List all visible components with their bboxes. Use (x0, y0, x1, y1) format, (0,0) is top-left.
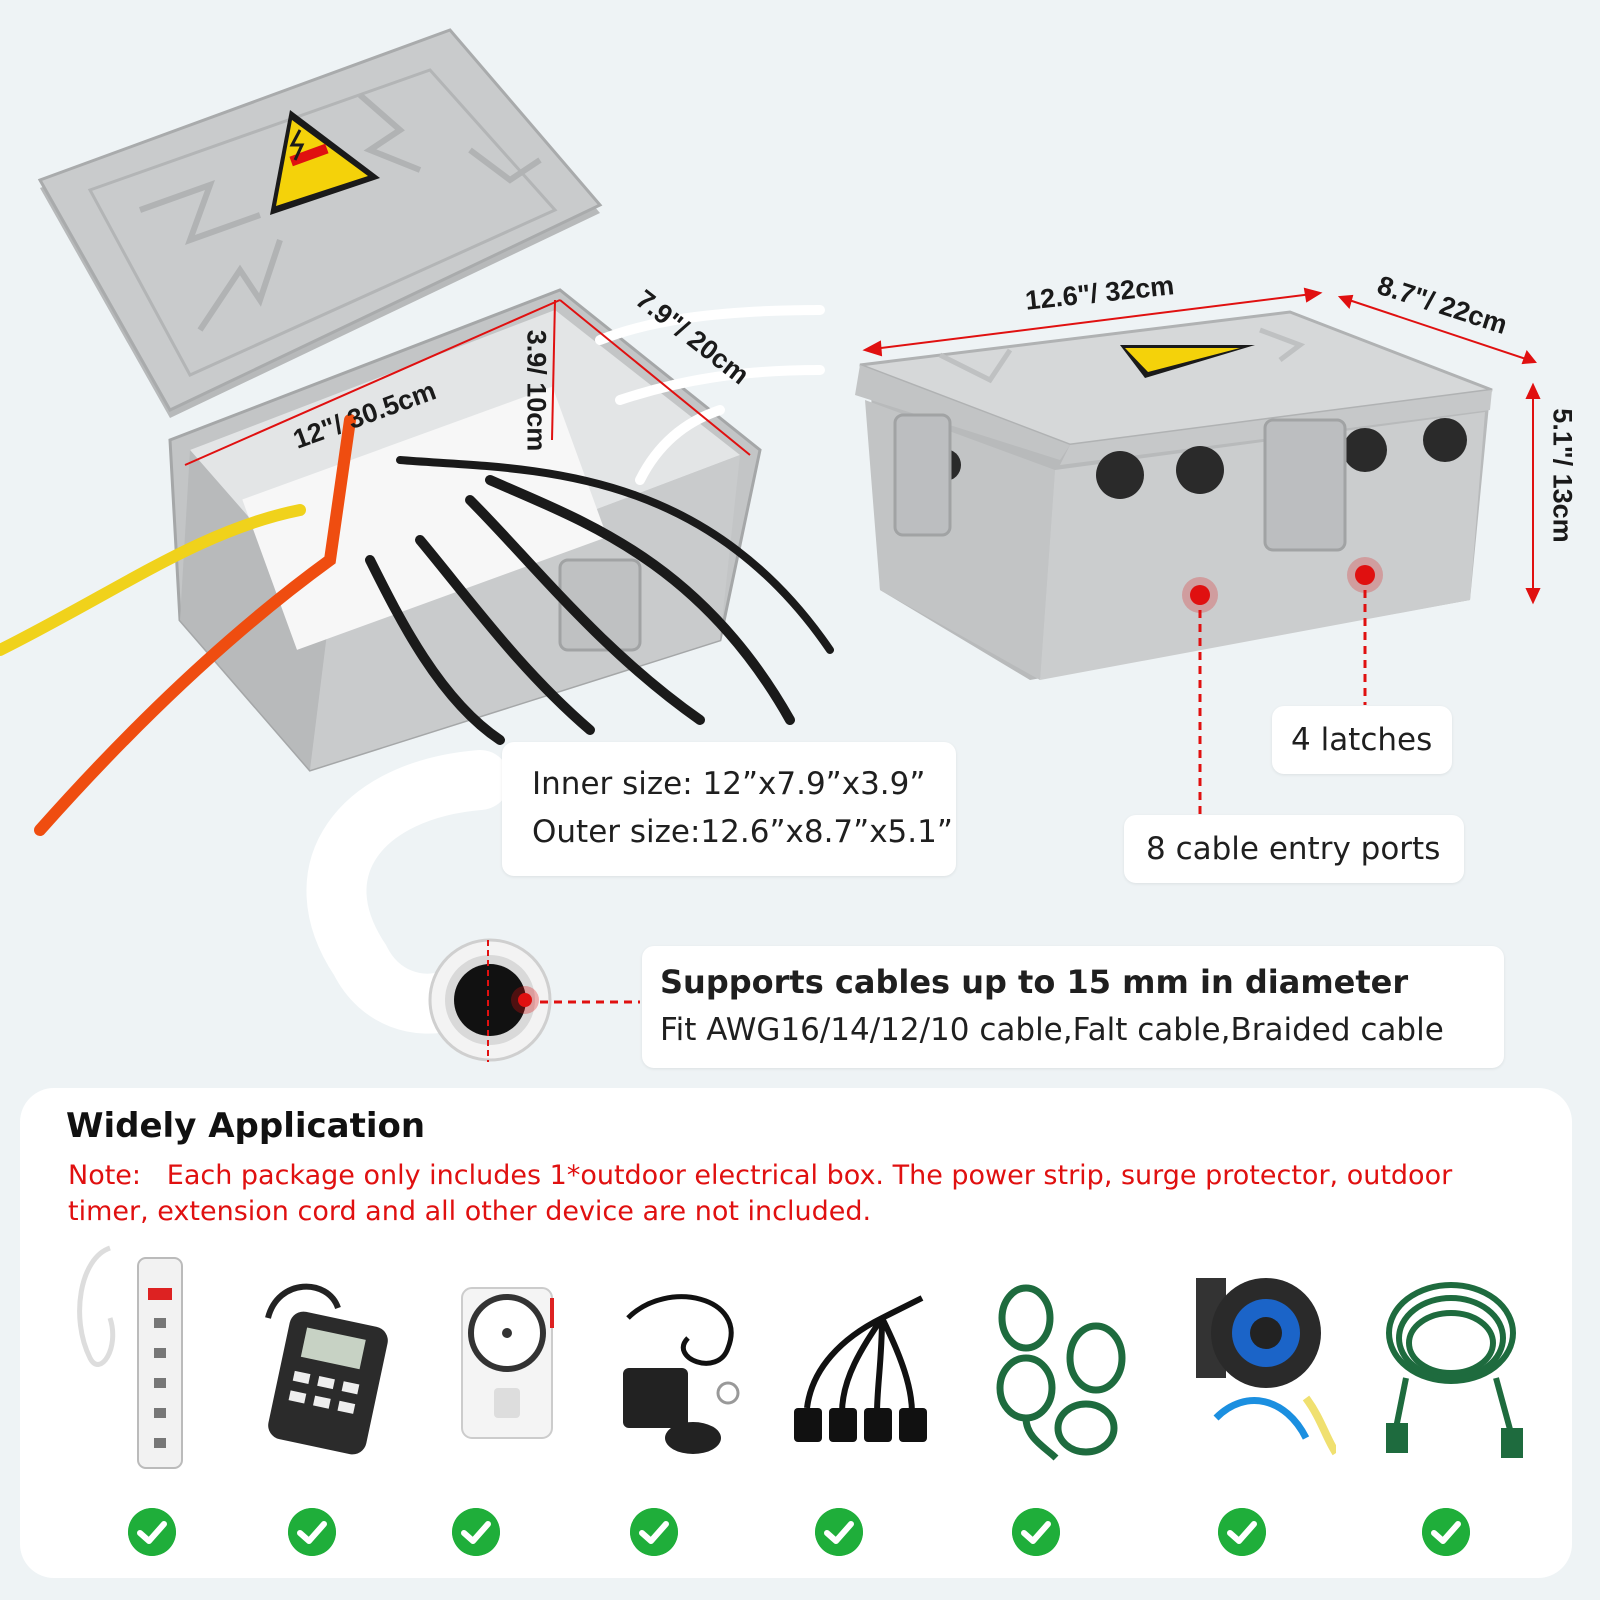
application-panel: Widely Application Note: Each package on… (20, 1088, 1572, 1578)
application-title: Widely Application (66, 1106, 426, 1146)
open-box-lid (37, 28, 603, 418)
check-icon (1012, 1508, 1060, 1556)
cable-cross-section (306, 750, 640, 1062)
latches-callout: 4 latches (1272, 706, 1452, 774)
check-icon (1422, 1508, 1470, 1556)
green-splitter-cords-icon (996, 1284, 1126, 1461)
splitter-cord-icon (794, 1295, 927, 1442)
closed-box (855, 310, 1493, 815)
open-height-label: 3.9/ 10cm (521, 329, 552, 452)
remote-outlet-icon (623, 1294, 740, 1454)
open-box-dimension-lines (184, 299, 751, 466)
check-icon (128, 1508, 176, 1556)
cable-support-title: Supports cables up to 15 mm in diameter (660, 963, 1409, 1001)
outer-size-text: Outer size:12.6”x8.7”x5.1” (532, 814, 953, 850)
cable-support-subtitle: Fit AWG16/14/12/10 cable,Falt cable,Brai… (660, 1012, 1444, 1048)
check-icon (630, 1508, 678, 1556)
latches-text: 4 latches (1291, 722, 1433, 758)
ports-text: 8 cable entry ports (1146, 831, 1441, 867)
green-extension-cord-icon (1386, 1282, 1523, 1458)
cables (0, 305, 834, 836)
check-icon (815, 1508, 863, 1556)
digital-timer-icon (265, 1283, 388, 1455)
closed-box-dimension-lines (862, 287, 1541, 605)
closed-height-label: 5.1"/ 13cm (1547, 408, 1578, 543)
size-card: Inner size: 12”x7.9”x3.9” Outer size:12.… (502, 742, 956, 876)
mechanical-timer-icon (461, 1287, 554, 1439)
cable-support-card: Supports cables up to 15 mm in diameter … (642, 946, 1504, 1068)
check-icon (1218, 1508, 1266, 1556)
check-icon (452, 1508, 500, 1556)
cord-reel-icon (1196, 1278, 1336, 1456)
check-icon (288, 1508, 336, 1556)
inner-size-text: Inner size: 12”x7.9”x3.9” (532, 766, 926, 802)
warning-icon (270, 110, 380, 215)
ports-callout: 8 cable entry ports (1124, 815, 1464, 883)
power-strip-icon (77, 1245, 183, 1469)
application-note: Note: Each package only includes 1*outdo… (68, 1160, 1453, 1227)
